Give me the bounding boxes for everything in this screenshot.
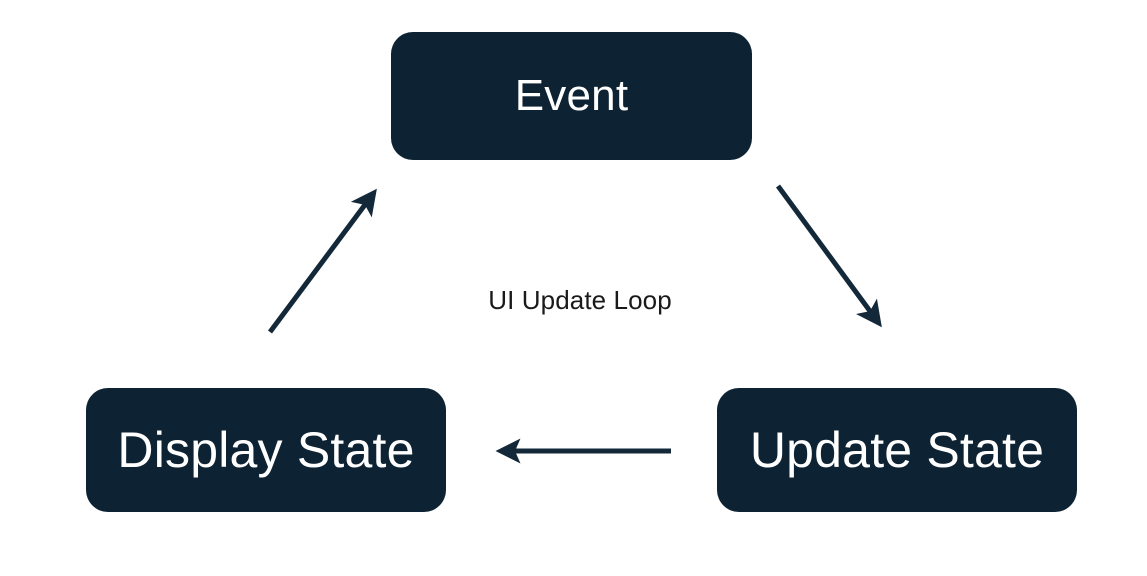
node-display-state-label: Display State [117, 422, 415, 478]
node-update-state-label: Update State [749, 422, 1045, 478]
center-loop-label: UI Update Loop [488, 285, 672, 315]
node-event-label: Event [514, 71, 629, 120]
node-update-state[interactable]: Update State [717, 388, 1077, 512]
node-display-state[interactable]: Display State [86, 388, 446, 512]
node-event[interactable]: Event [391, 32, 752, 160]
